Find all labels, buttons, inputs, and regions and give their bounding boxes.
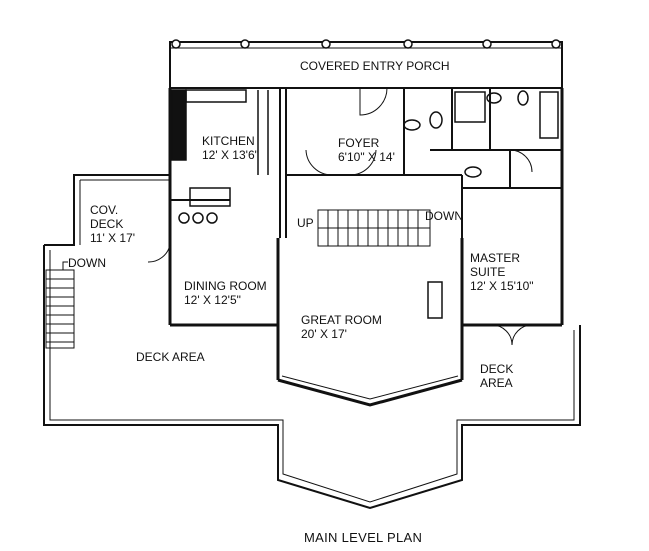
kitchen-cabinets bbox=[171, 89, 269, 207]
interior-stairs bbox=[317, 209, 431, 247]
foyer-label: FOYER bbox=[338, 136, 380, 150]
deck-outline bbox=[43, 245, 581, 510]
great-room-size: 20' X 17' bbox=[301, 327, 347, 341]
ext-stair-down-label: DOWN bbox=[68, 256, 106, 270]
deck-area-small-label-1: DECK bbox=[480, 362, 514, 376]
kitchen-size: 12' X 13'6" bbox=[202, 148, 259, 162]
master-label-1: MASTER bbox=[470, 251, 521, 265]
great-room-bay bbox=[277, 378, 463, 407]
cov-deck-label-2: DECK bbox=[90, 217, 124, 231]
porch-outline bbox=[169, 41, 563, 89]
bar-stools bbox=[178, 212, 218, 224]
cov-deck-size: 11' X 17' bbox=[90, 231, 136, 245]
bath-fixtures bbox=[403, 90, 559, 178]
dining-size: 12' X 12'5" bbox=[184, 293, 241, 307]
porch-label: COVERED ENTRY PORCH bbox=[300, 59, 450, 73]
kitchen-label: KITCHEN bbox=[202, 134, 255, 148]
cov-deck-label-1: COV. bbox=[90, 203, 119, 217]
stair-down-arrow bbox=[62, 261, 68, 270]
deck-area-small-label-2: AREA bbox=[480, 376, 513, 390]
plan-title: MAIN LEVEL PLAN bbox=[304, 530, 423, 545]
deck-area-label: DECK AREA bbox=[136, 350, 205, 364]
fireplace bbox=[427, 281, 443, 319]
great-room-label: GREAT ROOM bbox=[301, 313, 382, 327]
master-size: 12' X 15'10" bbox=[470, 279, 534, 293]
covered-deck-outline bbox=[44, 174, 170, 246]
master-label-2: SUITE bbox=[470, 265, 506, 279]
interior-walls bbox=[170, 88, 562, 238]
stair-down-label: DOWN bbox=[425, 209, 463, 223]
exterior-walls bbox=[168, 88, 564, 380]
porch-posts bbox=[171, 39, 561, 49]
door-swings bbox=[147, 87, 533, 346]
stair-up-label: UP bbox=[297, 216, 314, 230]
dining-label: DINING ROOM bbox=[184, 279, 267, 293]
exterior-stairs bbox=[45, 269, 75, 349]
foyer-size: 6'10" X 14' bbox=[338, 150, 395, 164]
